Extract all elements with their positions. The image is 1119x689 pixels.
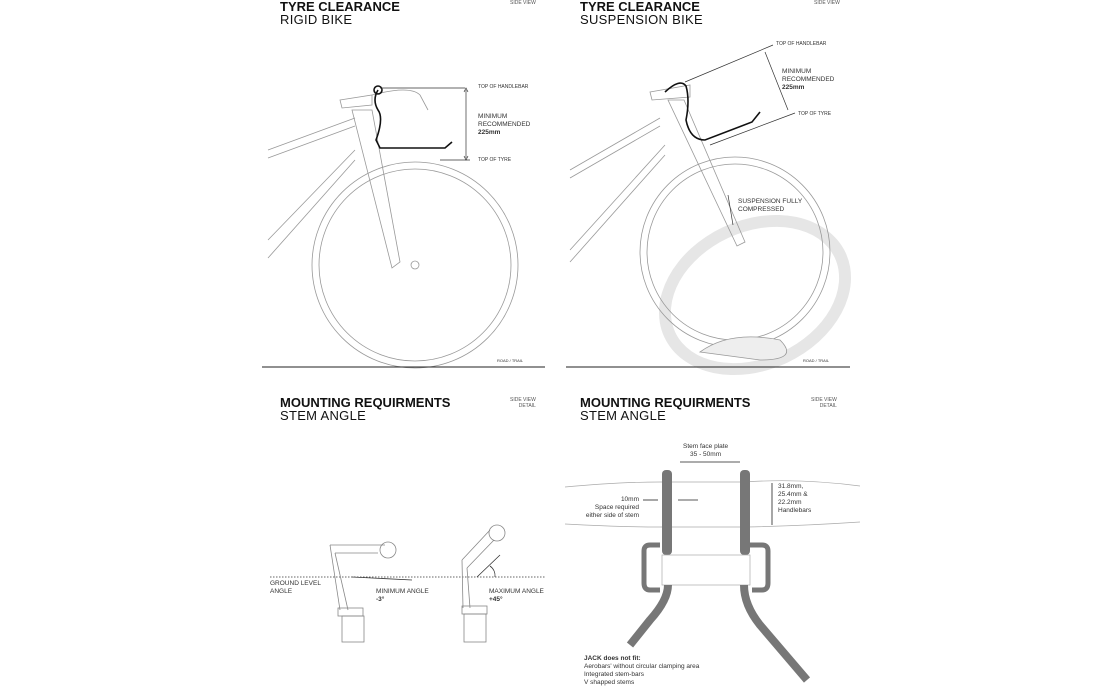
- view-line-2: DETAIL: [518, 402, 536, 409]
- suspension-bike-drawing: [569, 84, 852, 376]
- stem-angle-subtitle: STEM ANGLE: [280, 408, 367, 423]
- rigid-ground-label: ROAD / TRAIL: [497, 358, 524, 363]
- nofit-item: V shapped stems: [584, 679, 635, 687]
- suspension-bag-mount: [664, 82, 761, 141]
- bars-line-1: 31.8mm,: [778, 483, 804, 490]
- compressed-line-1: SUSPENSION FULLY: [738, 198, 803, 205]
- view-line-2: DETAIL: [819, 402, 837, 409]
- max-angle-value: +45°: [489, 596, 503, 604]
- rigid-view-label: SIDE VIEW: [510, 0, 536, 6]
- min-angle-value: -3°: [376, 596, 385, 604]
- stem-width-title: MOUNTING REQUIRMENTS: [580, 395, 751, 410]
- minimum-angle-label: MINIMUM ANGLE -3°: [376, 588, 429, 604]
- rigid-top-label: TOP OF HANDLEBAR: [478, 84, 529, 90]
- stem-width-drawing: [564, 461, 861, 683]
- ground-line-2: ANGLE: [270, 588, 293, 596]
- min-line-1: MINIMUM: [478, 113, 508, 120]
- suspension-view-label: SIDE VIEW: [814, 0, 840, 6]
- suspension-title: TYRE CLEARANCE: [580, 0, 700, 14]
- handlebar-sizes-label: 31.8mm, 25.4mm & 22.2mm Handlebars: [778, 483, 811, 516]
- rigid-subtitle: RIGID BIKE: [280, 12, 353, 27]
- rigid-title: TYRE CLEARANCE: [280, 0, 400, 14]
- stem-width-view-label: SIDE VIEW DETAIL: [811, 397, 837, 409]
- view-line-1: SIDE VIEW: [510, 397, 536, 403]
- stem-angle-title: MOUNTING REQUIRMENTS: [280, 395, 451, 410]
- min-angle-text: MINIMUM ANGLE: [376, 588, 429, 595]
- rigid-bag-mount: [373, 85, 453, 149]
- nofit-item: Aerobars' without circular clamping area: [584, 663, 700, 671]
- space-required-label: 10mm Space required either side of stem: [575, 496, 639, 520]
- bars-line-3: 22.2mm: [778, 499, 802, 507]
- suspension-subtitle: SUSPENSION BIKE: [580, 12, 703, 27]
- ground-level-label: GROUND LEVEL ANGLE: [270, 580, 321, 596]
- does-not-fit-note: JACK does not fit: Aerobars' without cir…: [584, 655, 699, 688]
- min-line-1: MINIMUM: [782, 68, 812, 75]
- suspension-ground-label: ROAD / TRAIL: [803, 358, 830, 363]
- suspension-bottom-label: TOP OF TYRE: [798, 111, 832, 117]
- suspension-compressed-label: SUSPENSION FULLY COMPRESSED: [738, 198, 802, 214]
- space-line-1: Space required: [594, 504, 639, 512]
- bars-line-4: Handlebars: [778, 507, 812, 515]
- min-value: 225mm: [782, 84, 805, 92]
- min-line-2: RECOMMENDED: [478, 121, 531, 129]
- maximum-angle-label: MAXIMUM ANGLE +45°: [489, 588, 544, 604]
- nofit-title: JACK does not fit:: [584, 655, 641, 662]
- compressed-line-2: COMPRESSED: [738, 206, 785, 214]
- rigid-dimension: [380, 87, 470, 161]
- suspension-dimension: [684, 44, 796, 226]
- max-angle-text: MAXIMUM ANGLE: [489, 588, 544, 595]
- faceplate-line-2: 35 - 50mm: [690, 451, 722, 459]
- ground-line-1: GROUND LEVEL: [270, 580, 321, 587]
- space-line-2: either side of stem: [585, 512, 639, 520]
- rigid-bottom-label: TOP OF TYRE: [478, 157, 512, 163]
- suspension-top-label: TOP OF HANDLEBAR: [776, 41, 827, 47]
- space-value: 10mm: [620, 496, 639, 503]
- stem-width-subtitle: STEM ANGLE: [580, 408, 667, 423]
- nofit-item: Integrated stem-bars: [584, 671, 644, 679]
- stem-angle-drawing: [270, 524, 545, 643]
- faceplate-label: Stem face plate 35 - 50mm: [683, 443, 728, 459]
- faceplate-line-1: Stem face plate: [683, 443, 729, 450]
- view-line-1: SIDE VIEW: [811, 397, 837, 403]
- min-value: 225mm: [478, 129, 501, 137]
- min-line-2: RECOMMENDED: [782, 76, 835, 84]
- bars-line-2: 25.4mm &: [778, 491, 808, 499]
- suspension-min-label: MINIMUM RECOMMENDED 225mm: [782, 68, 834, 92]
- rigid-min-label: MINIMUM RECOMMENDED 225mm: [478, 113, 530, 137]
- stem-angle-view-label: SIDE VIEW DETAIL: [510, 397, 536, 409]
